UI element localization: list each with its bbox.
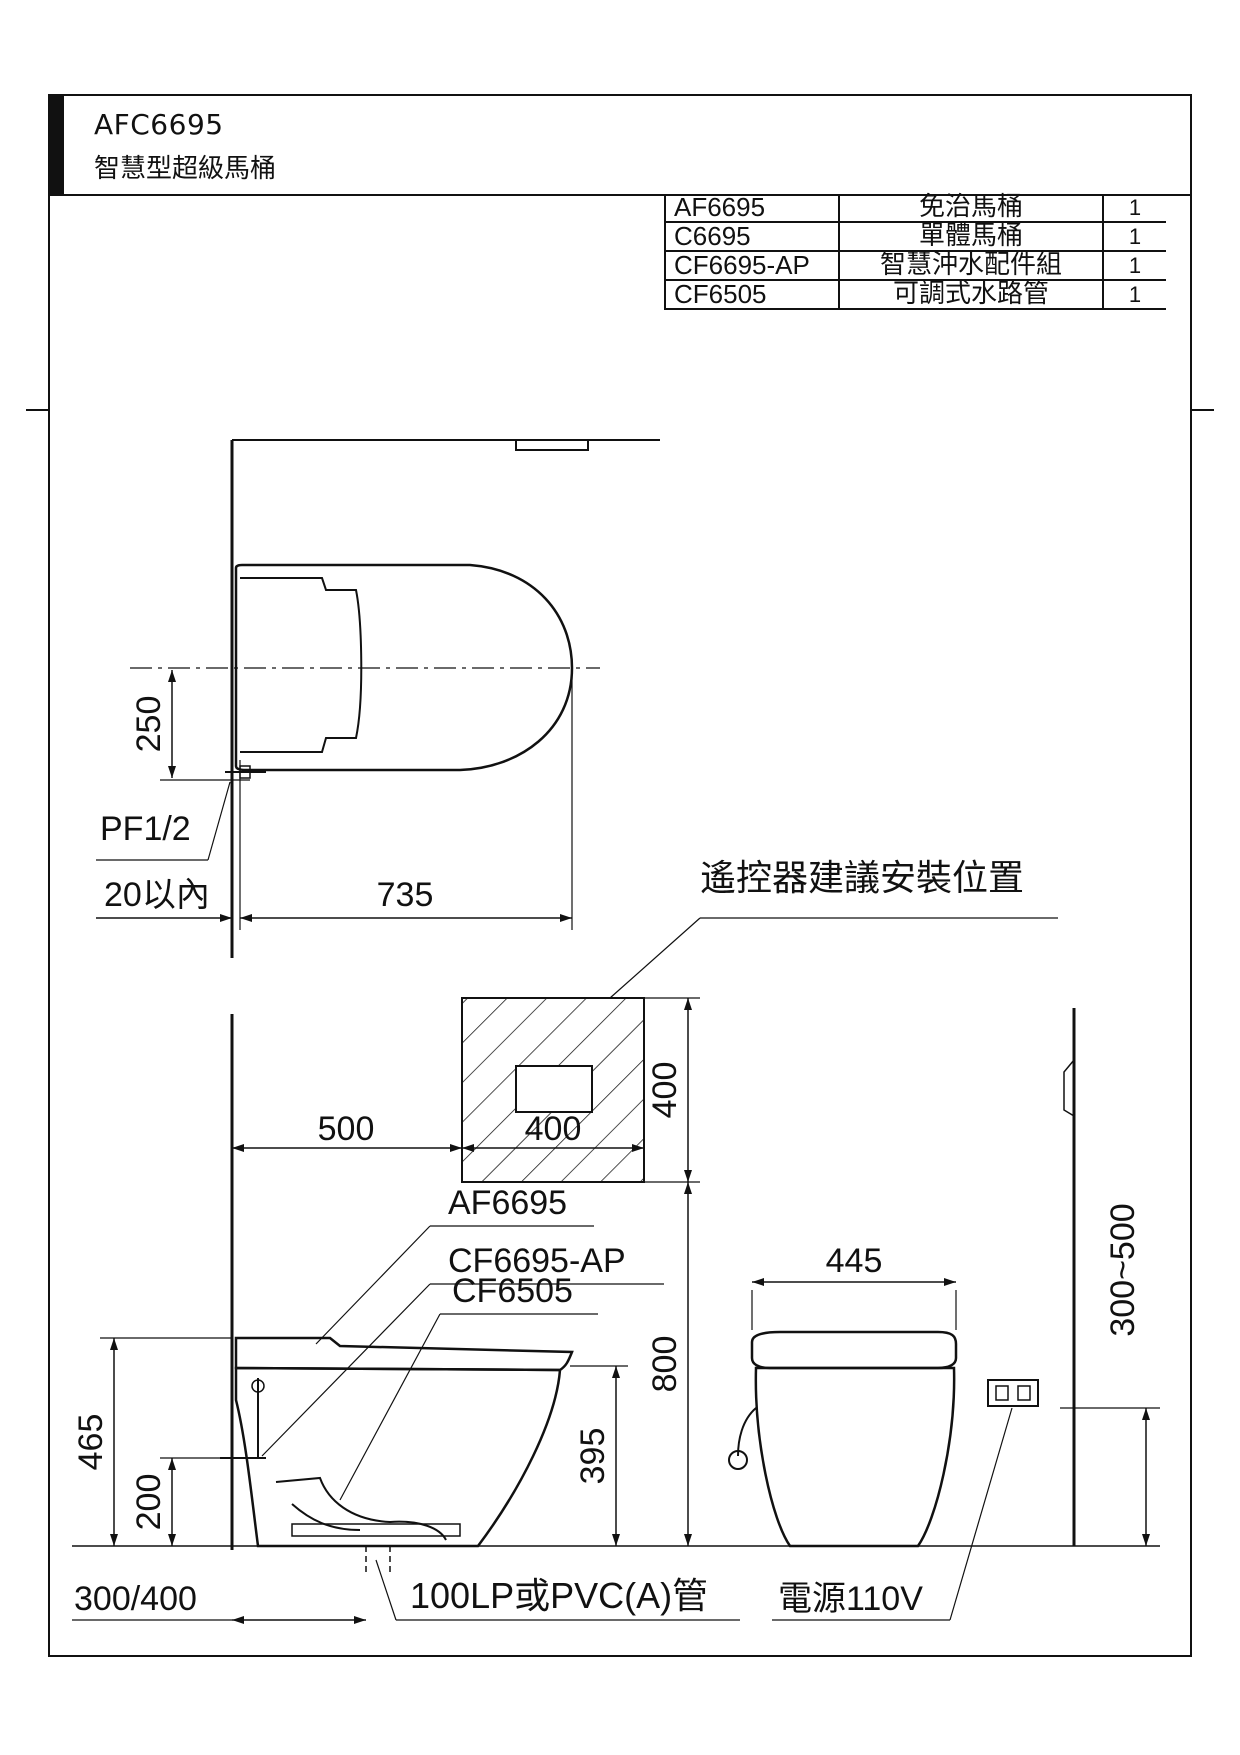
power-outlet-icon [987, 1379, 1039, 1407]
part-description: 免治馬桶 [838, 194, 1104, 223]
toilet-outline-top [234, 563, 574, 772]
callout-valve: CF6695-AP [448, 1242, 626, 1280]
title-bar [48, 94, 64, 194]
callout-pipe: CF6505 [452, 1272, 573, 1310]
dim-label-outlet: 300~500 [1104, 1203, 1142, 1336]
callout-leader-seat [315, 1225, 431, 1345]
dim-label-800: 800 [646, 1336, 684, 1393]
wall-fixture [515, 439, 589, 451]
remote-control-icon [515, 1065, 593, 1113]
pf-label: PF1/2 [100, 810, 191, 848]
parts-row: AF6695 免治馬桶 1 [664, 194, 1166, 223]
product-name: 智慧型超級馬桶 [94, 154, 277, 184]
part-quantity: 1 [1102, 279, 1166, 310]
callout-leader-pipe [339, 1313, 441, 1501]
tank-lid-top [240, 577, 363, 753]
part-quantity: 1 [1102, 194, 1166, 223]
seat-unit-side [234, 1336, 574, 1372]
title-divider [48, 194, 1192, 196]
remote-location-label: 遙控器建議安裝位置 [700, 857, 1024, 898]
drain-pipe-label: 100LP或PVC(A)管 [410, 1575, 708, 1616]
dim-label-rough-in: 300/400 [74, 1580, 197, 1618]
outlet-socket [995, 1385, 1009, 1401]
part-description: 智慧沖水配件組 [838, 250, 1104, 281]
remote-location [230, 917, 1058, 1550]
valve-front [728, 1450, 748, 1470]
parts-row: CF6695-AP 智慧沖水配件組 1 [664, 250, 1166, 281]
wall-bracket [1063, 1059, 1075, 1117]
valve-knob [251, 1379, 265, 1393]
supply-tube-front [737, 1407, 757, 1457]
dim-label-445: 445 [826, 1242, 883, 1280]
part-quantity: 1 [1102, 221, 1166, 252]
part-code: CF6505 [664, 279, 840, 310]
dim-label-250: 250 [130, 696, 168, 753]
part-description: 可調式水路管 [838, 279, 1104, 310]
floor-flange [291, 1523, 461, 1537]
side-view [72, 1225, 1160, 1624]
parts-table: AF6695 免治馬桶 1 C6695 單體馬桶 1 CF6695-AP 智慧沖… [664, 194, 1166, 310]
dim-label-500: 500 [318, 1110, 375, 1148]
callout-seat: AF6695 [448, 1184, 567, 1222]
callout-leader-valve [261, 1283, 431, 1457]
power-leader [949, 1407, 1013, 1621]
toilet-bowl-side [234, 1366, 562, 1548]
top-view [96, 439, 660, 958]
part-code: CF6695-AP [664, 250, 840, 281]
part-code: AF6695 [664, 194, 840, 223]
remote-leader [609, 917, 701, 999]
dim-label-735: 735 [377, 876, 434, 914]
drawing-frame [48, 94, 1192, 1657]
part-quantity: 1 [1102, 250, 1166, 281]
part-description: 單體馬桶 [838, 221, 1104, 252]
dim-label-20-within: 20以內 [104, 876, 210, 914]
model-code: AFC6695 [94, 108, 224, 141]
front-view [728, 1008, 1160, 1621]
dim-label-465: 465 [72, 1414, 110, 1471]
trapway [275, 1476, 447, 1541]
seat-unit-front [750, 1330, 958, 1370]
toilet-bowl-front [754, 1366, 956, 1548]
parts-row: CF6505 可調式水路管 1 [664, 279, 1166, 310]
dim-label-400-height: 400 [646, 1062, 684, 1119]
power-label: 電源110V [778, 1580, 923, 1618]
part-code: C6695 [664, 221, 840, 252]
dim-label-400-width: 400 [525, 1110, 582, 1148]
parts-row: C6695 單體馬桶 1 [664, 221, 1166, 252]
drain-leader [375, 1559, 397, 1621]
outlet-socket [1017, 1385, 1031, 1401]
dim-label-200: 200 [130, 1474, 168, 1531]
pf-leader [207, 781, 231, 861]
trapway-inner [291, 1503, 361, 1531]
dim-label-395: 395 [574, 1428, 612, 1485]
